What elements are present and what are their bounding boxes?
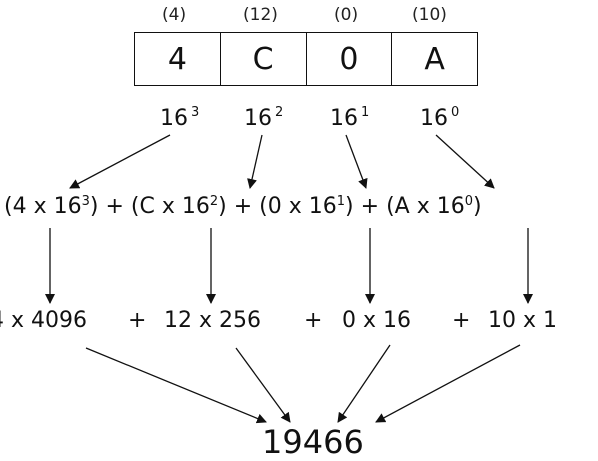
arrow-power-3 xyxy=(435,134,495,189)
plus-sign: + xyxy=(233,194,253,219)
arrow-power-0 xyxy=(69,134,171,189)
product-term-1: 12 x 256 xyxy=(164,308,261,333)
product-term-3: 10 x 1 xyxy=(488,308,557,333)
arrow-power-2 xyxy=(345,134,368,189)
hex-digit-row: 4 C 0 A xyxy=(134,32,478,86)
plus-sign: + xyxy=(304,308,323,333)
result-value: 19466 xyxy=(262,423,364,461)
value-label-0: (4) xyxy=(162,5,187,25)
hex-digit-cell-1: C xyxy=(221,33,307,85)
hex-digit-cell-2: 0 xyxy=(307,33,393,85)
value-label-3: (10) xyxy=(412,5,447,25)
expansion-term-2: (0 x 161) xyxy=(259,194,354,219)
value-label-1: (12) xyxy=(243,5,278,25)
value-label-2: (0) xyxy=(334,5,359,25)
expansion-row: (4 x 163) + (C x 162) + (0 x 161) + (A x… xyxy=(4,195,482,218)
hex-digit-cell-3: A xyxy=(424,41,445,77)
plus-sign: + xyxy=(452,308,471,333)
plus-sign: + xyxy=(360,194,380,219)
arrow-product-0 xyxy=(85,347,267,424)
expansion-term-0: (4 x 163) xyxy=(4,194,99,219)
hex-digit-cell-0: 4 xyxy=(135,33,221,85)
product-term-2: 0 x 16 xyxy=(342,308,411,333)
arrow-product-2 xyxy=(337,344,391,423)
product-term-0: 4 x 4096 xyxy=(0,308,87,333)
arrow-power-1 xyxy=(247,134,263,189)
plus-sign: + xyxy=(105,194,124,219)
expansion-term-3: (A x 160) xyxy=(386,194,482,219)
expansion-term-1: (C x 162) xyxy=(130,194,227,219)
plus-sign: + xyxy=(128,308,147,333)
arrow-product-3 xyxy=(375,344,521,423)
arrow-product-1 xyxy=(235,347,291,423)
